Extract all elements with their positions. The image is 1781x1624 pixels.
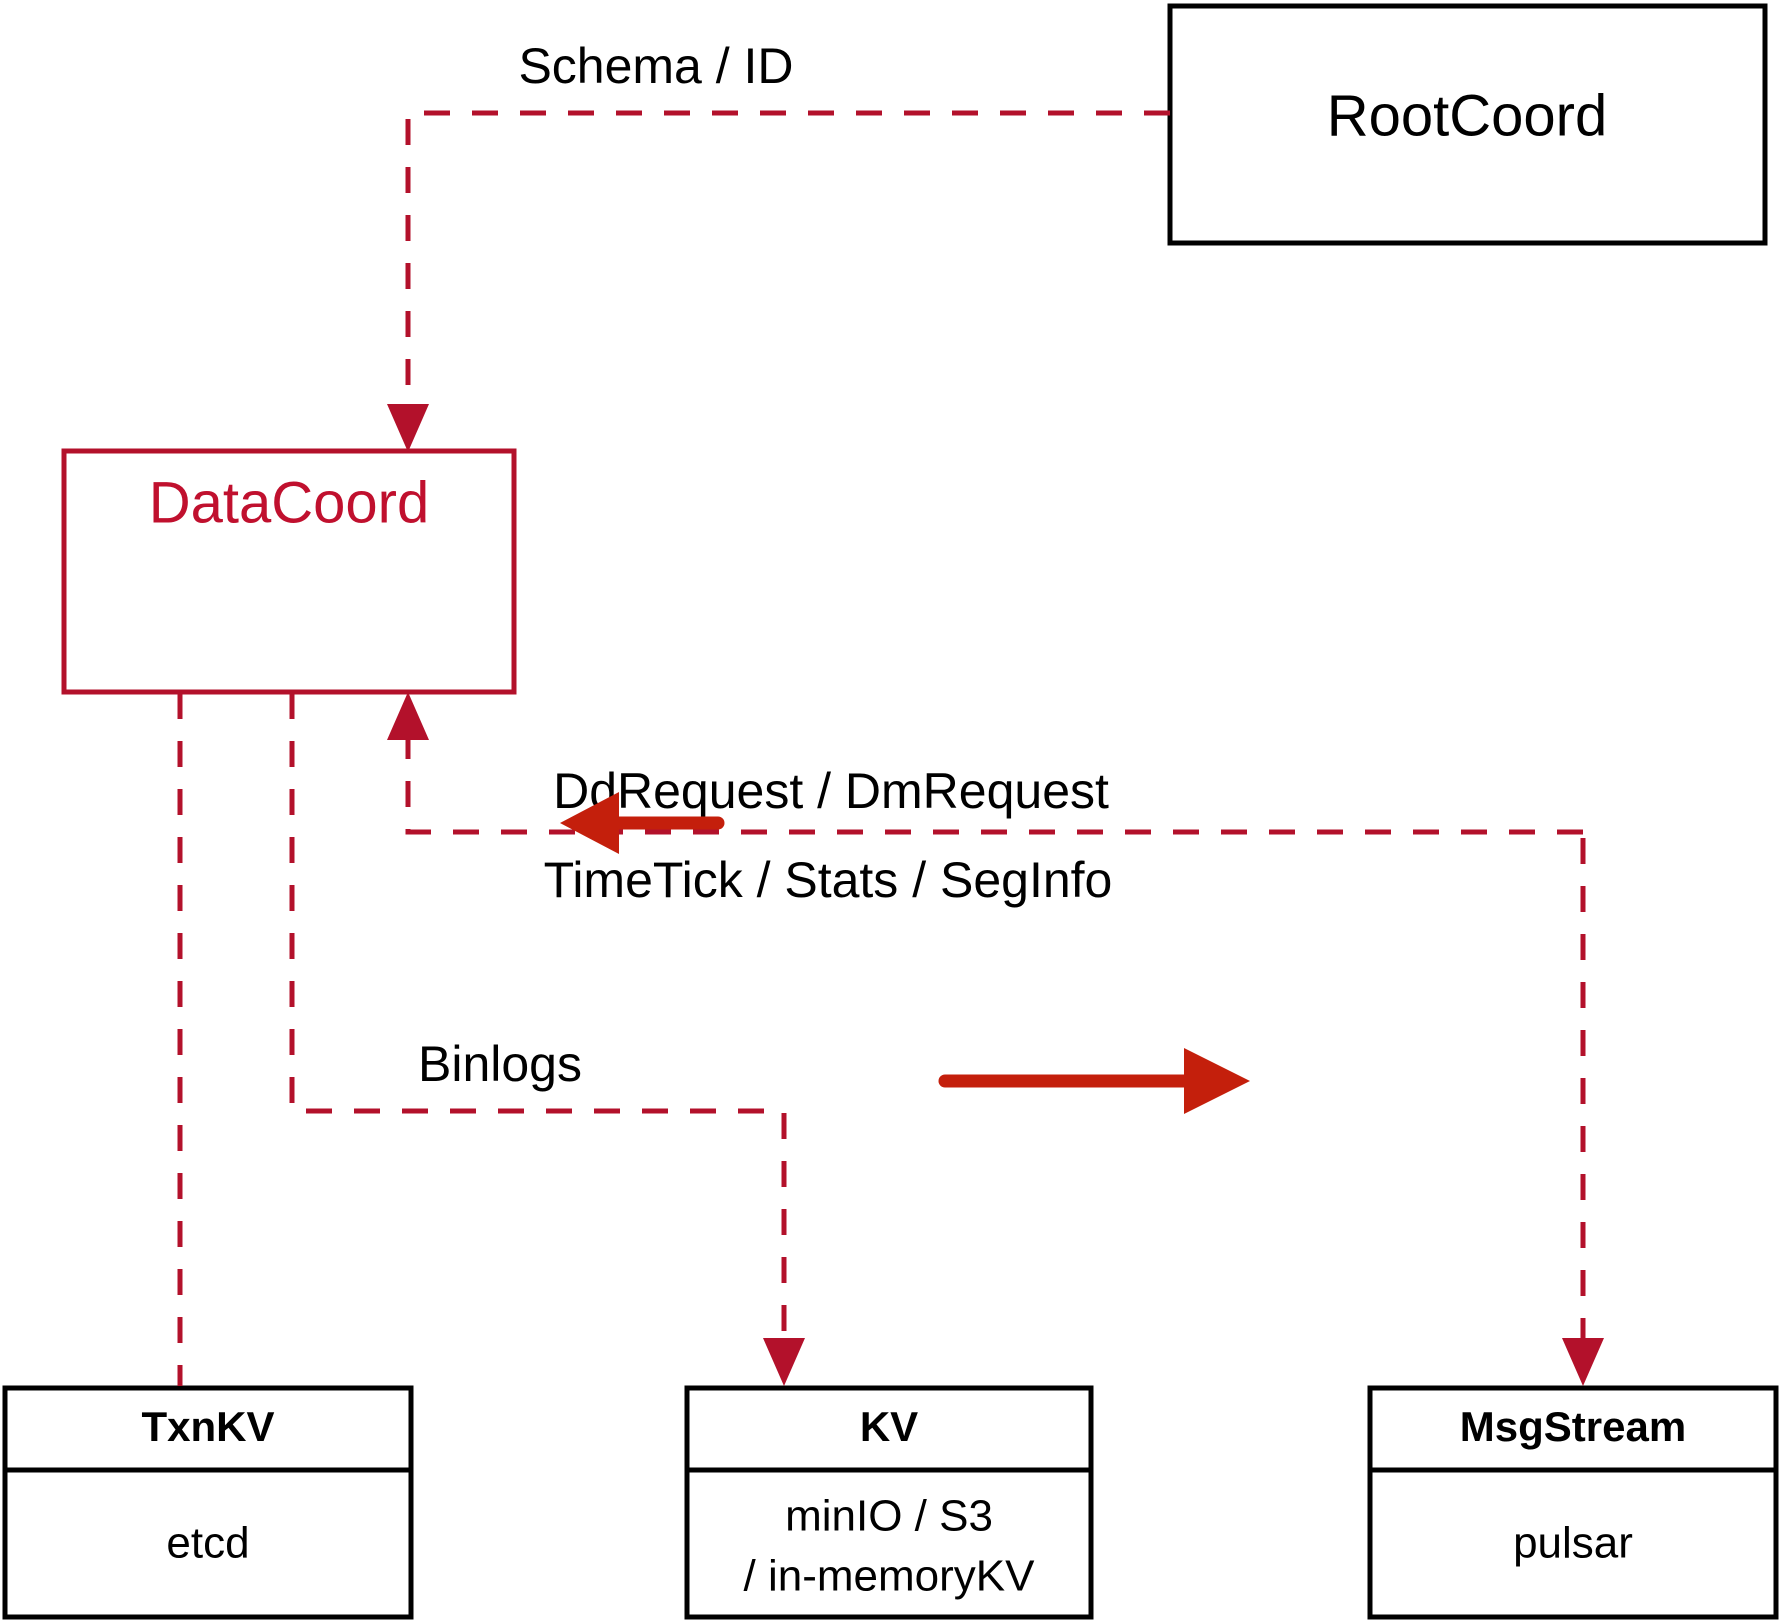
direction-arrow-left xyxy=(560,792,725,854)
msgstream-box xyxy=(1367,1385,1779,1620)
direction-arrow-right-head xyxy=(1184,1048,1250,1114)
edge-timetick-arrowhead xyxy=(1562,1338,1604,1386)
edge-binlogs-path xyxy=(289,693,787,1350)
node-kv[interactable]: KV minIO / S3 / in-memoryKV xyxy=(684,1385,1094,1620)
kv-box xyxy=(684,1385,1094,1620)
edge-schema-id-arrowhead xyxy=(387,404,429,452)
msgstream-detail: pulsar xyxy=(1513,1519,1633,1568)
rootcoord-box xyxy=(1167,3,1768,246)
edge-dd-dm-request-label: DdRequest / DmRequest xyxy=(553,763,1109,819)
edge-timetick-label: TimeTick / Stats / SegInfo xyxy=(544,852,1113,908)
datacoord-label: DataCoord xyxy=(149,470,429,535)
node-msgstream[interactable]: MsgStream pulsar xyxy=(1367,1385,1779,1620)
kv-detail-line-1: minIO / S3 xyxy=(785,1492,993,1541)
edge-binlogs: Binlogs xyxy=(289,693,805,1386)
msgstream-title: MsgStream xyxy=(1460,1403,1686,1450)
edge-timetick-stats-seginfo: TimeTick / Stats / SegInfo xyxy=(544,838,1604,1386)
rootcoord-label: RootCoord xyxy=(1327,83,1607,148)
edge-schema-id: Schema / ID xyxy=(387,38,1170,452)
edge-binlogs-label: Binlogs xyxy=(418,1036,582,1092)
edge-dd-dm-request-path xyxy=(405,727,1583,835)
node-datacoord[interactable]: DataCoord xyxy=(61,448,517,695)
datacoord-box xyxy=(61,448,517,695)
edge-binlogs-arrowhead xyxy=(763,1338,805,1386)
edge-schema-id-label: Schema / ID xyxy=(518,38,793,94)
txnkv-detail: etcd xyxy=(166,1519,249,1568)
direction-arrow-left-head xyxy=(560,792,619,854)
txnkv-box xyxy=(2,1385,414,1620)
edge-dd-dm-request: DdRequest / DmRequest xyxy=(387,692,1583,854)
edge-schema-id-path xyxy=(405,110,1170,418)
edge-dd-dm-request-arrowhead xyxy=(387,692,429,740)
txnkv-title: TxnKV xyxy=(141,1403,274,1450)
kv-detail-line-2: / in-memoryKV xyxy=(744,1552,1036,1601)
kv-title: KV xyxy=(860,1403,918,1450)
direction-arrow-right xyxy=(938,1048,1250,1114)
node-txnkv[interactable]: TxnKV etcd xyxy=(2,1385,414,1620)
node-rootcoord[interactable]: RootCoord xyxy=(1167,3,1768,246)
